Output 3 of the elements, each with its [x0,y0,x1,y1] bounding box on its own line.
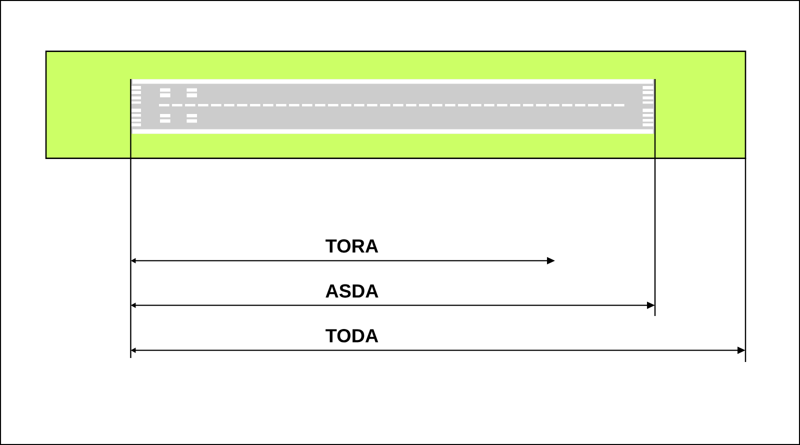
dimension-label: TORA [326,239,378,253]
dimension-label: ASDA [326,284,378,298]
dimension-label: TODA [326,329,378,342]
